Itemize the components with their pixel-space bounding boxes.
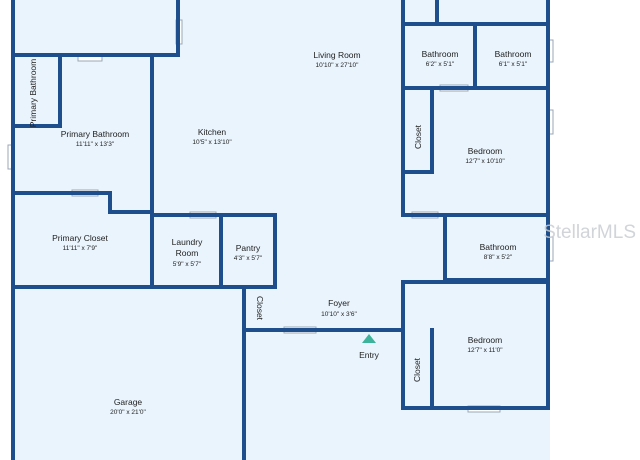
living-room-label: Living Room — [313, 50, 360, 60]
primary-closet-label: Primary Closet — [52, 233, 108, 243]
bedroom-1-dim: 12'7" x 10'10" — [465, 158, 505, 165]
bathroom-2-dim: 6'1" x 5'1" — [499, 61, 528, 68]
bedroom-2-label: Bedroom — [468, 335, 503, 345]
foyer-dim: 10'10" x 3'6" — [321, 311, 357, 318]
closet-bedroom-2-label: Closet — [412, 357, 422, 382]
pantry-label: Pantry — [236, 243, 261, 253]
bedroom-1-label: Bedroom — [468, 146, 503, 156]
laundry-room-dim: 5'9" x 5'7" — [173, 261, 202, 268]
bedroom-2-dim: 12'7" x 11'0" — [467, 347, 503, 354]
primary-bathroom-vertical-label: Primary Bathroom — [28, 59, 38, 128]
primary-bathroom-dim: 11'11" x 13'3" — [76, 141, 115, 148]
laundry-room-label-2: Room — [176, 248, 199, 258]
closet-small-label: Closet — [255, 296, 265, 321]
foyer-label: Foyer — [328, 298, 350, 308]
primary-closet-dim: 11'11" x 7'9" — [63, 245, 98, 252]
laundry-room-label-1: Laundry — [172, 237, 203, 247]
room-labels: Living Room 10'10" x 27'10" Kitchen 10'5… — [28, 49, 531, 416]
primary-bathroom-label: Primary Bathroom — [61, 129, 130, 139]
watermark: StellarMLS — [543, 222, 636, 243]
bathroom-3-label: Bathroom — [480, 242, 517, 252]
bathroom-2-label: Bathroom — [495, 49, 532, 59]
floor-fill — [12, 0, 550, 460]
bathroom-1-label: Bathroom — [422, 49, 459, 59]
living-room-dim: 10'10" x 27'10" — [316, 62, 360, 69]
walls — [11, 0, 550, 460]
kitchen-dim: 10'5" x 13'10" — [192, 139, 232, 146]
entry-marker-icon — [362, 334, 376, 343]
bathroom-3-dim: 8'8" x 5'2" — [484, 254, 513, 261]
pantry-dim: 4'3" x 5'7" — [234, 255, 263, 262]
bathroom-1-dim: 6'2" x 5'1" — [426, 61, 455, 68]
kitchen-label: Kitchen — [198, 127, 227, 137]
garage-dim: 20'0" x 21'0" — [110, 409, 146, 416]
entry-label: Entry — [359, 350, 380, 360]
garage-label: Garage — [114, 397, 143, 407]
closet-bedroom-1-label: Closet — [413, 124, 423, 149]
